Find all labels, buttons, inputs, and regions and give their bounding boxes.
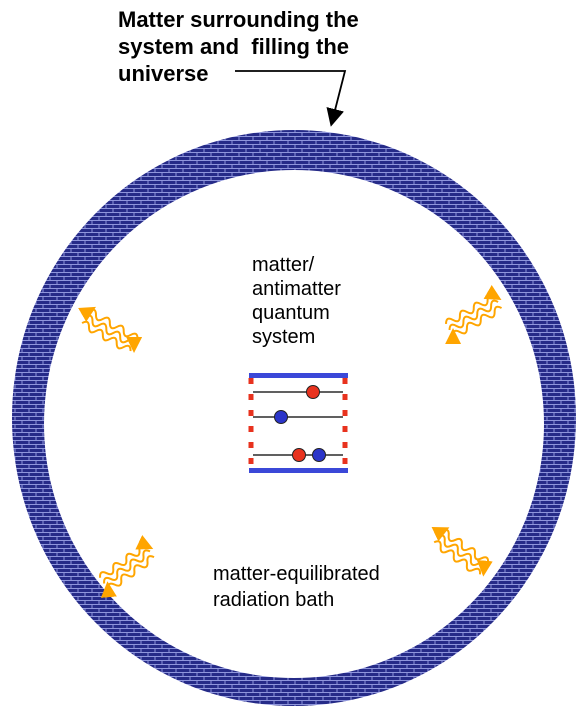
quantum-system-box <box>248 373 348 473</box>
title-line: system and filling the <box>118 34 350 59</box>
particle-icon <box>274 410 288 424</box>
center-label-line: system <box>252 326 316 348</box>
quantum-system-label: matter/ antimatter quantum system <box>252 253 392 349</box>
surrounding-matter-label: Matter surrounding the system and fillin… <box>118 6 418 87</box>
photon-wave-icon <box>78 306 143 353</box>
bath-label-line: radiation bath <box>213 589 335 611</box>
center-label-line: quantum <box>252 302 330 324</box>
photon-wave-icon <box>99 535 155 598</box>
radiation-bath-label: matter-equilibrated radiation bath <box>213 561 443 613</box>
center-label-line: antimatter <box>252 278 341 300</box>
center-label-line: matter/ <box>252 254 315 276</box>
photon-wave-icon <box>431 526 493 577</box>
callout-arrow <box>235 70 347 127</box>
photon-wave-icon <box>445 284 503 345</box>
particle-icon <box>292 448 306 462</box>
title-line: Matter surrounding the <box>118 7 359 32</box>
particle-icon <box>312 448 326 462</box>
bath-label-line: matter-equilibrated <box>213 563 380 585</box>
title-line: universe <box>118 61 209 86</box>
particle-icon <box>306 385 320 399</box>
